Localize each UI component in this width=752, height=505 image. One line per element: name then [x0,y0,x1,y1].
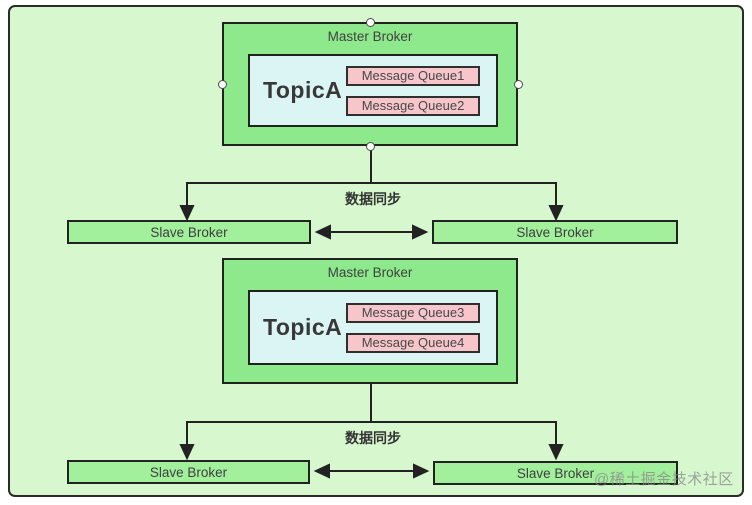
selection-handle-bottom[interactable] [366,141,375,151]
selection-handle-right[interactable] [513,79,523,89]
message-queue-2: Message Queue2 [346,95,480,116]
slave-broker-box-2-right: Slave Broker [433,461,678,485]
slave-broker-box-2-left: Slave Broker [67,460,310,484]
slave-broker-box-1-left: Slave Broker [67,220,311,244]
master-broker-box-1: Master Broker TopicA Message Queue1 Mess… [222,22,518,146]
message-queue-4: Message Queue4 [346,332,480,353]
message-queue-3: Message Queue3 [346,302,480,323]
selection-handle-top[interactable] [366,17,375,27]
master-broker-label: Master Broker [327,29,413,44]
juejin-watermark: @稀土掘金技术社区 [594,471,734,488]
message-queue-1: Message Queue1 [346,65,480,86]
slave-broker-box-1-right: Slave Broker [432,220,678,244]
queue-column: Message Queue1 Message Queue2 [346,56,480,125]
topic-label: TopicA [263,314,343,340]
topic-box: TopicA Message Queue1 Message Queue2 [248,54,498,127]
master-broker-box-2: Master Broker TopicA Message Queue3 Mess… [222,258,518,384]
topic-box: TopicA Message Queue3 Message Queue4 [248,290,498,365]
selection-handle-left[interactable] [217,79,227,89]
master-broker-label: Master Broker [327,265,413,280]
data-sync-label: 数据同步 [345,191,401,207]
queue-column: Message Queue3 Message Queue4 [346,292,480,363]
data-sync-label: 数据同步 [345,430,401,446]
topic-label: TopicA [263,77,343,103]
